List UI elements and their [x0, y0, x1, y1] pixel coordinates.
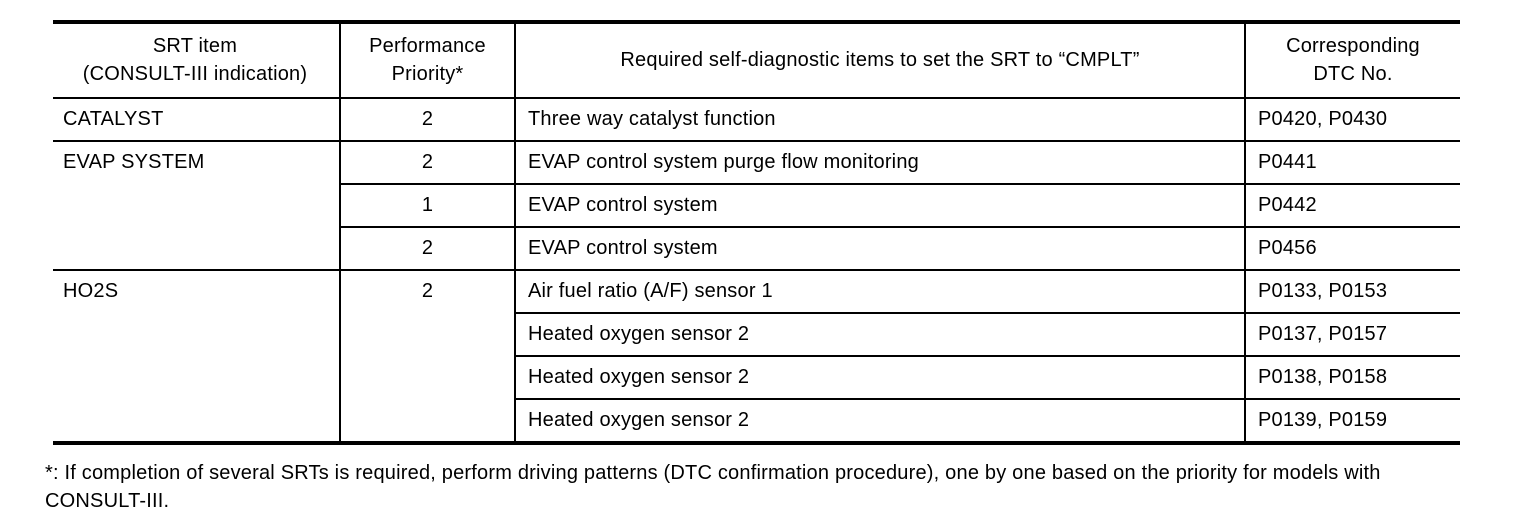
cell-dtc: P0137, P0157: [1244, 312, 1460, 357]
cell-dtc: P0442: [1244, 183, 1460, 228]
header-row: SRT item (CONSULT-III indication) Perfor…: [53, 24, 1460, 99]
cell-diagnostic: EVAP control system: [514, 226, 1246, 271]
cell-diagnostic: Heated oxygen sensor 2: [514, 312, 1246, 357]
table-row-evap-1: EVAP SYSTEM 2 EVAP control system purge …: [53, 140, 1460, 271]
header-performance-priority: Performance Priority*: [339, 24, 516, 99]
cell-srt-item-catalyst: CATALYST: [53, 97, 341, 142]
cell-dtc: P0456: [1244, 226, 1460, 271]
cell-priority: 2: [339, 140, 516, 185]
cell-dtc: P0133, P0153: [1244, 269, 1460, 314]
cell-priority-shared: 2: [339, 269, 516, 441]
cell-diagnostic: Heated oxygen sensor 2: [514, 398, 1246, 441]
cell-dtc: P0139, P0159: [1244, 398, 1460, 441]
table-row-evap-2: 1 EVAP control system P0442: [53, 183, 1460, 228]
footnote: *: If completion of several SRTs is requ…: [45, 462, 1381, 510]
cell-dtc: P0441: [1244, 140, 1460, 185]
srt-table: SRT item (CONSULT-III indication) Perfor…: [53, 24, 1460, 441]
header-required-self-diagnostic-items: Required self-diagnostic items to set th…: [514, 24, 1246, 99]
cell-diagnostic: EVAP control system: [514, 183, 1246, 228]
table-row-catalyst: CATALYST 2 Three way catalyst function P…: [53, 97, 1460, 142]
cell-srt-item-evap-system: EVAP SYSTEM: [53, 140, 341, 271]
table-row-ho2s-1: HO2S 2 Air fuel ratio (A/F) sensor 1 P01…: [53, 269, 1460, 441]
cell-priority: 1: [339, 183, 516, 228]
srt-table-frame: SRT item (CONSULT-III indication) Perfor…: [53, 20, 1460, 445]
cell-dtc: P0138, P0158: [1244, 355, 1460, 400]
cell-diagnostic: Three way catalyst function: [514, 97, 1246, 142]
cell-diagnostic: Heated oxygen sensor 2: [514, 355, 1246, 400]
cell-priority: 2: [339, 97, 516, 142]
header-corresponding-dtc-no: Corresponding DTC No.: [1244, 24, 1460, 99]
cell-srt-item-ho2s: HO2S: [53, 269, 341, 441]
cell-dtc: P0420, P0430: [1244, 97, 1460, 142]
table-row-ho2s-2: Heated oxygen sensor 2 P0137, P0157: [53, 312, 1460, 357]
table-row-ho2s-4: Heated oxygen sensor 2 P0139, P0159: [53, 398, 1460, 441]
cell-priority: 2: [339, 226, 516, 271]
table-row-evap-3: 2 EVAP control system P0456: [53, 226, 1460, 271]
cell-diagnostic: Air fuel ratio (A/F) sensor 1: [514, 269, 1246, 314]
cell-diagnostic: EVAP control system purge flow monitorin…: [514, 140, 1246, 185]
table-row-ho2s-3: Heated oxygen sensor 2 P0138, P0158: [53, 355, 1460, 400]
header-srt-item: SRT item (CONSULT-III indication): [53, 24, 341, 99]
